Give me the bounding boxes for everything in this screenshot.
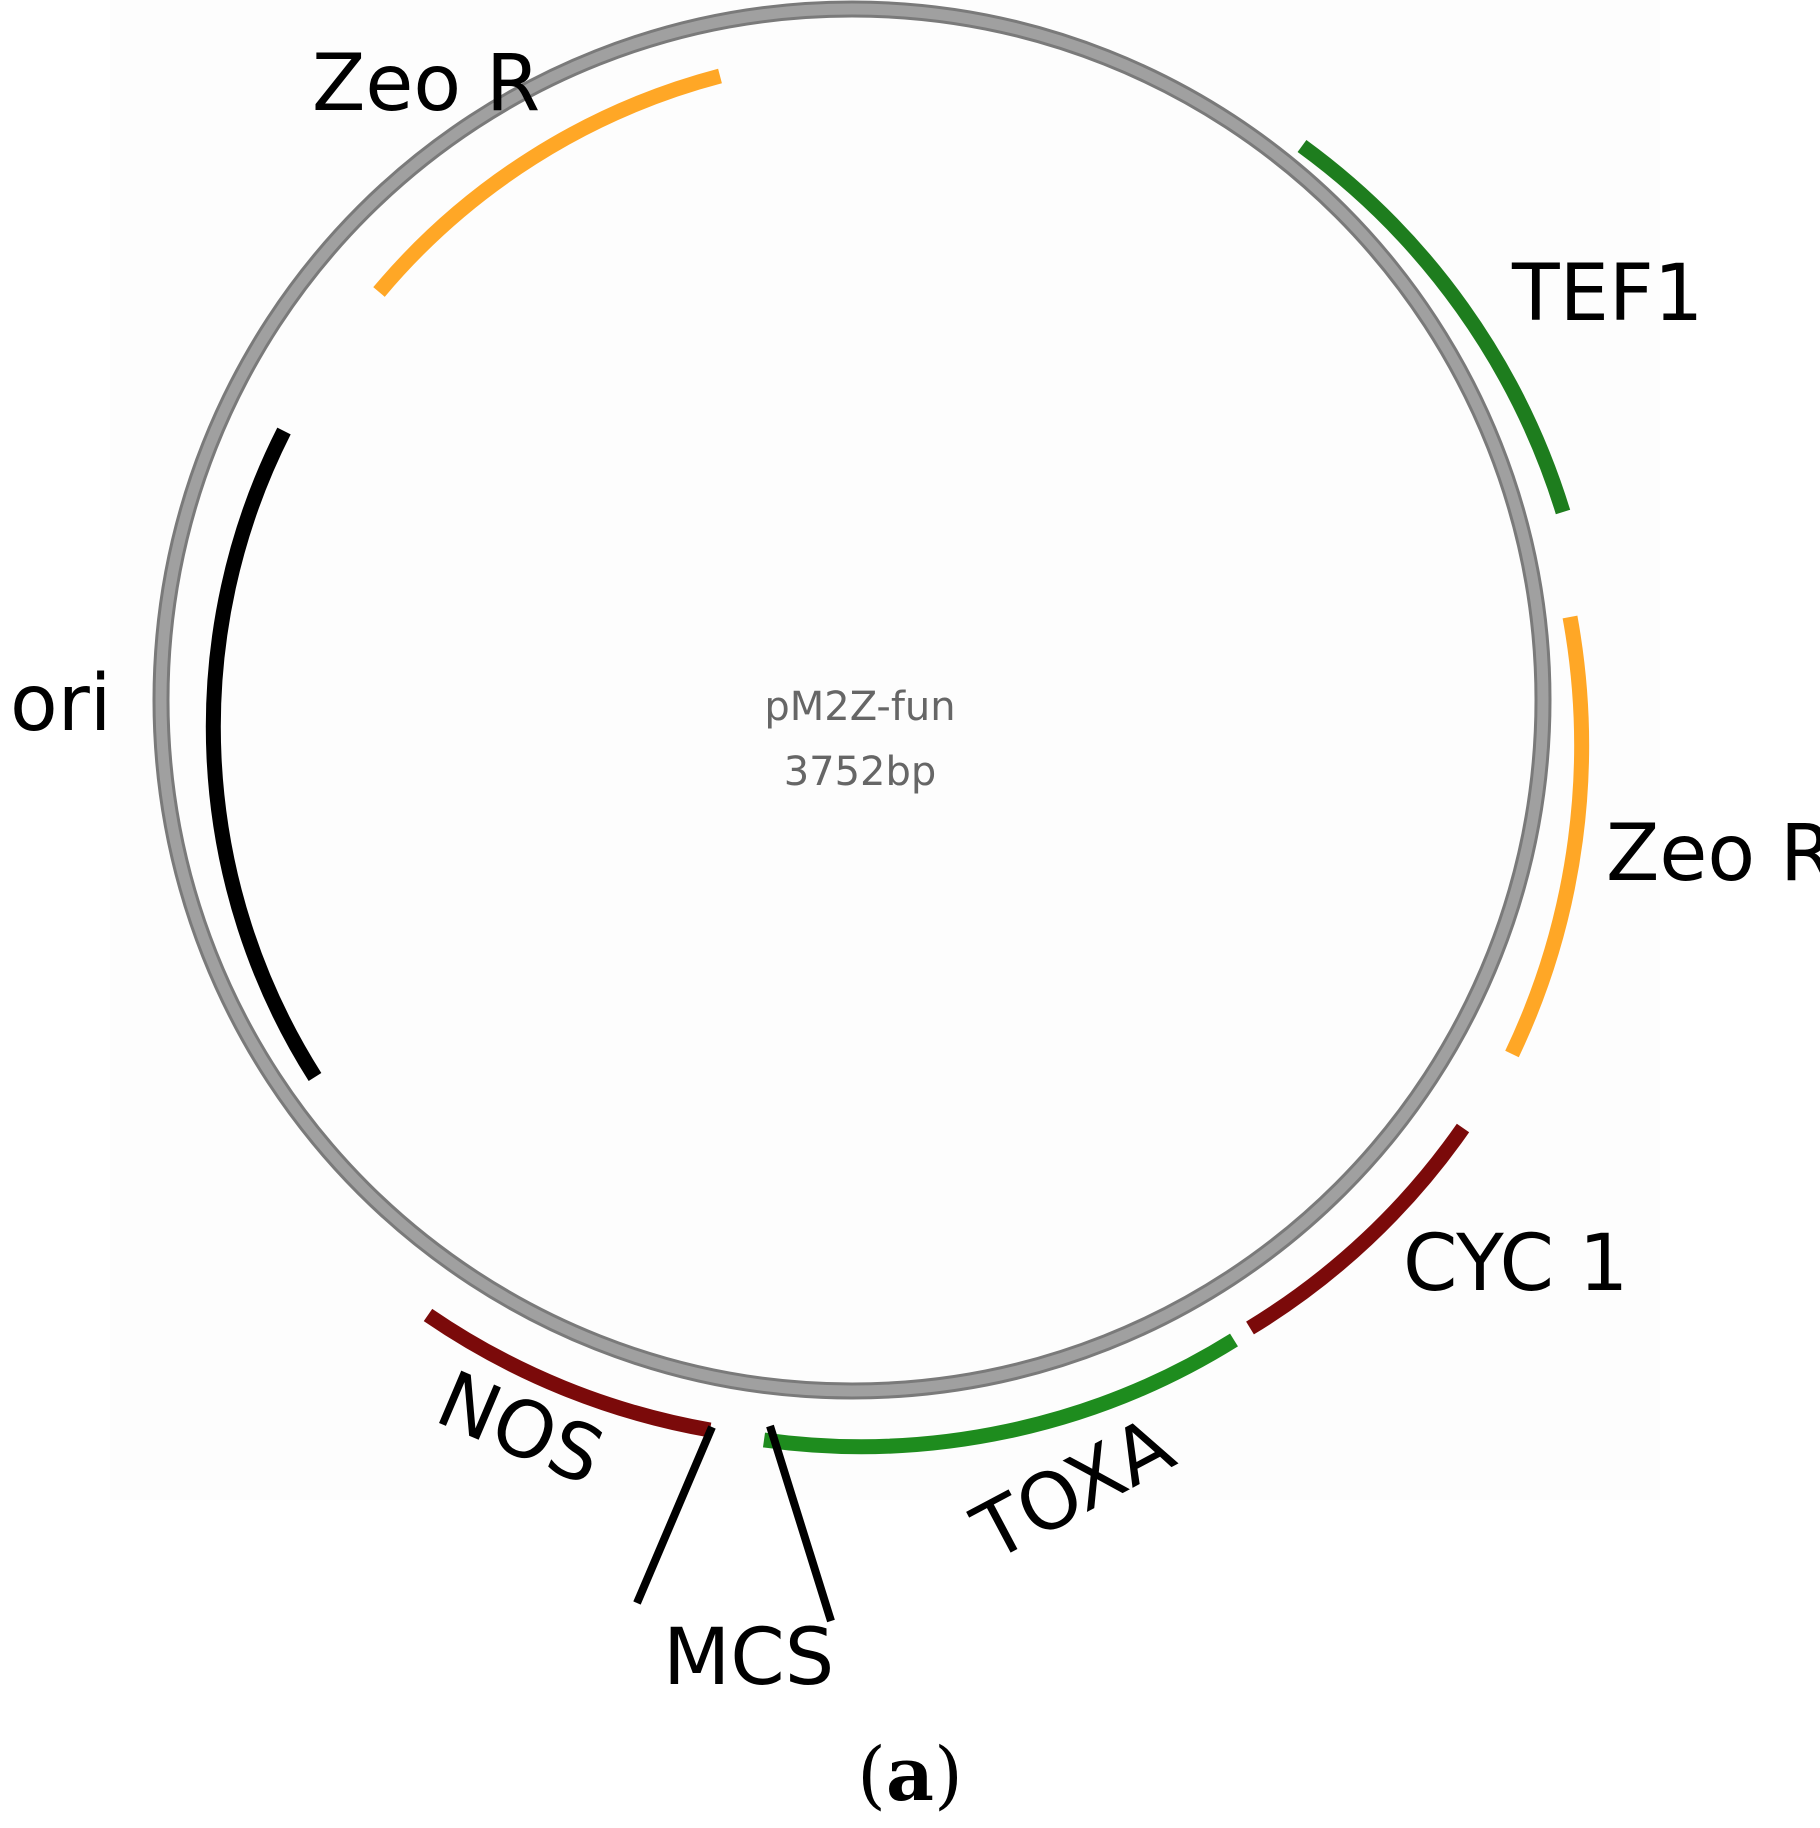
nos-arc bbox=[423, 1308, 712, 1438]
mcs-right-line bbox=[766, 1424, 835, 1623]
caption-close-paren: ) bbox=[934, 1732, 963, 1818]
label-zeo-r-right: Zeo R bbox=[1606, 809, 1820, 899]
zeo-r-top-arc bbox=[373, 68, 722, 297]
panel-caption: (a) bbox=[857, 1732, 963, 1818]
feature-arcs bbox=[205, 68, 1590, 1455]
tef1-arc bbox=[1297, 139, 1571, 515]
label-ori: ori bbox=[10, 659, 111, 749]
label-zeo-r-top: Zeo R bbox=[312, 39, 540, 129]
label-cyc1: CYC 1 bbox=[1403, 1219, 1628, 1309]
cyc1-arc bbox=[1246, 1123, 1470, 1335]
figure-panel-background bbox=[110, 0, 1660, 1500]
plasmid-name: pM2Z-fun bbox=[764, 684, 955, 730]
caption-open-paren: ( bbox=[857, 1732, 886, 1818]
mcs-left-line bbox=[633, 1425, 716, 1605]
caption-letter: a bbox=[886, 1732, 934, 1818]
ori-arc bbox=[205, 427, 322, 1082]
mcs-indicator bbox=[633, 1424, 835, 1623]
backbone-ring bbox=[155, 3, 1549, 1397]
toxa-arc bbox=[762, 1333, 1238, 1455]
feature-labels: Zeo R TEF1 Zeo R CYC 1 TOXA MCS NOS ori bbox=[10, 39, 1820, 1703]
label-mcs: MCS bbox=[663, 1613, 834, 1703]
zeo-r-right-arc bbox=[1505, 615, 1590, 1058]
label-tef1: TEF1 bbox=[1511, 249, 1703, 339]
plasmid-size: 3752bp bbox=[784, 749, 937, 795]
